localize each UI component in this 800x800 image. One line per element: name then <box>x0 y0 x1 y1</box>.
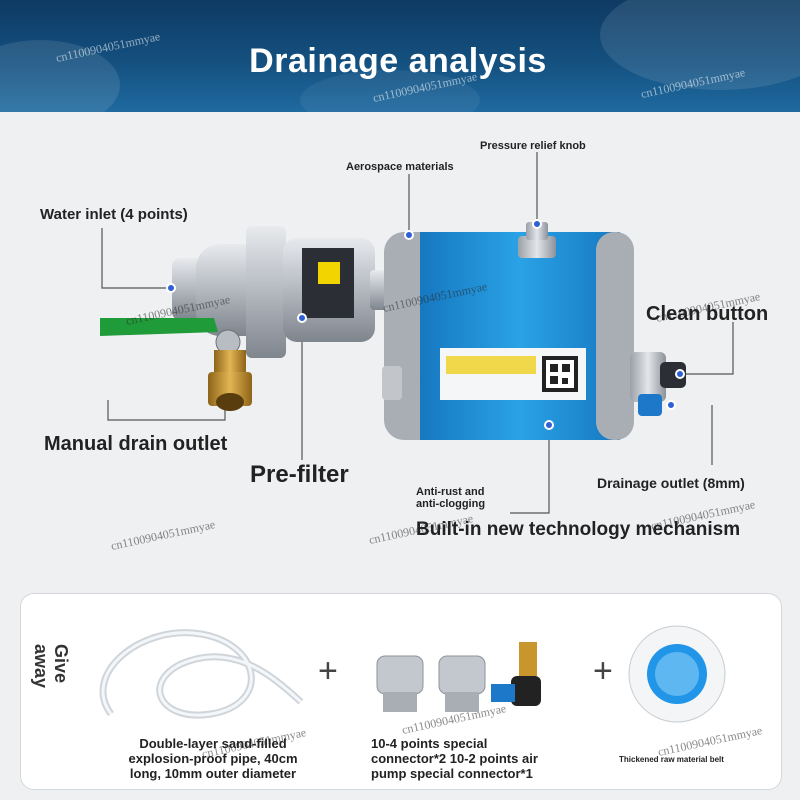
callout-dot-mechanism <box>544 420 554 430</box>
valve-handle <box>100 318 241 355</box>
page-title: Drainage analysis <box>249 42 547 80</box>
water-splash-decoration <box>300 70 480 112</box>
label-pressure-relief-knob: Pressure relief knob <box>480 140 586 152</box>
giveaway-caption-connector: 10-4 points special connector*2 10-2 poi… <box>371 736 538 781</box>
giveaway-illustrations <box>99 625 726 723</box>
label-clean-button: Clean button <box>646 303 769 325</box>
giveaway-caption-tube: Double-layer sand-filled explosion-proof… <box>128 736 298 781</box>
callout-dot-pre-filter <box>297 313 307 323</box>
callout-dot-pressure-knob <box>532 219 542 229</box>
callout-dot-drain-outlet <box>666 400 676 410</box>
giveaway-caption-tape: Thickened raw material belt <box>619 755 724 764</box>
giveaway-panel: Give away + + Double-layer sand-filled <box>20 593 782 790</box>
label-anti-rust: Anti-rust and anti-clogging <box>416 486 486 510</box>
label-aerospace-materials: Aerospace materials <box>346 161 454 173</box>
label-water-inlet: Water inlet (4 points) <box>40 206 188 223</box>
callout-dot-water-inlet <box>166 283 176 293</box>
callout-dot-aerospace <box>404 230 414 240</box>
label-drainage-outlet: Drainage outlet (8mm) <box>597 475 745 491</box>
header-banner: Drainage analysis cn1100904051mmyae cn11… <box>0 0 800 112</box>
plus-sign: + <box>318 652 338 690</box>
label-builtin-mechanism: Built-in new technology mechanism <box>416 519 741 540</box>
tape-roll-icon <box>628 625 726 723</box>
connector-icon <box>376 642 541 712</box>
plus-sign: + <box>593 652 613 690</box>
label-pre-filter: Pre-filter <box>250 461 349 488</box>
blue-main-unit <box>382 222 686 440</box>
brass-drain-fitting <box>208 350 252 411</box>
label-manual-drain-outlet: Manual drain outlet <box>44 433 228 455</box>
callout-dot-clean-button <box>675 369 685 379</box>
pre-filter-body <box>172 226 402 358</box>
tube-icon <box>99 629 304 719</box>
